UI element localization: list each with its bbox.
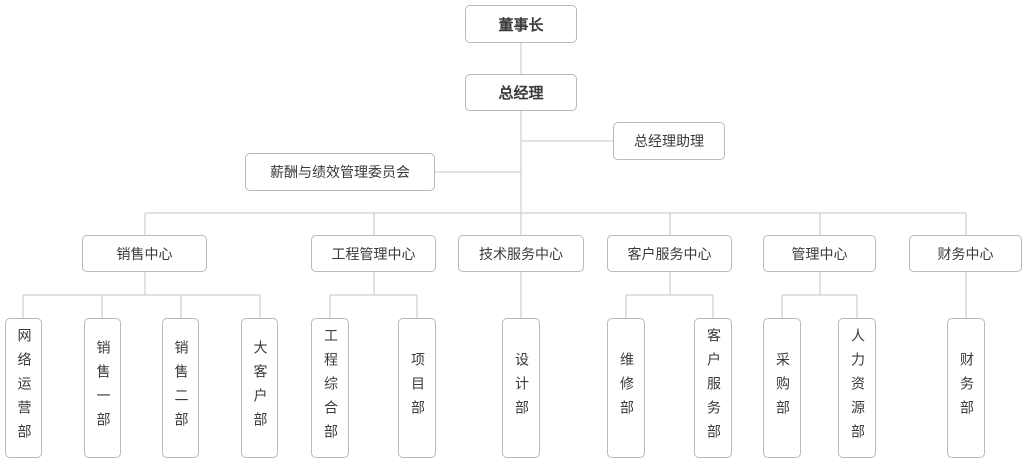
node-hr-dept: 人力资源部: [838, 318, 876, 458]
node-chairman: 董事长: [465, 5, 577, 43]
node-project-dept: 项目部: [398, 318, 436, 458]
node-engineering-center: 工程管理中心: [311, 235, 436, 272]
node-eng-general-dept: 工程综合部: [311, 318, 349, 458]
node-network-ops-dept: 网络运营部: [5, 318, 42, 458]
node-procurement-dept: 采购部: [763, 318, 801, 458]
node-finance-dept: 财务部: [947, 318, 985, 458]
node-committee: 薪酬与绩效管理委员会: [245, 153, 435, 191]
node-gm-assistant: 总经理助理: [613, 122, 725, 160]
node-design-dept: 设计部: [502, 318, 540, 458]
node-maintenance-dept: 维修部: [607, 318, 645, 458]
node-general-manager: 总经理: [465, 74, 577, 111]
node-key-account-dept: 大客户部: [241, 318, 278, 458]
node-sales-center: 销售中心: [82, 235, 207, 272]
node-customer-center: 客户服务中心: [607, 235, 732, 272]
node-sales-2-dept: 销售二部: [162, 318, 199, 458]
node-customer-service-dept: 客户服务部: [694, 318, 732, 458]
node-finance-center: 财务中心: [909, 235, 1022, 272]
node-management-center: 管理中心: [763, 235, 876, 272]
node-tech-center: 技术服务中心: [458, 235, 584, 272]
node-sales-1-dept: 销售一部: [84, 318, 121, 458]
